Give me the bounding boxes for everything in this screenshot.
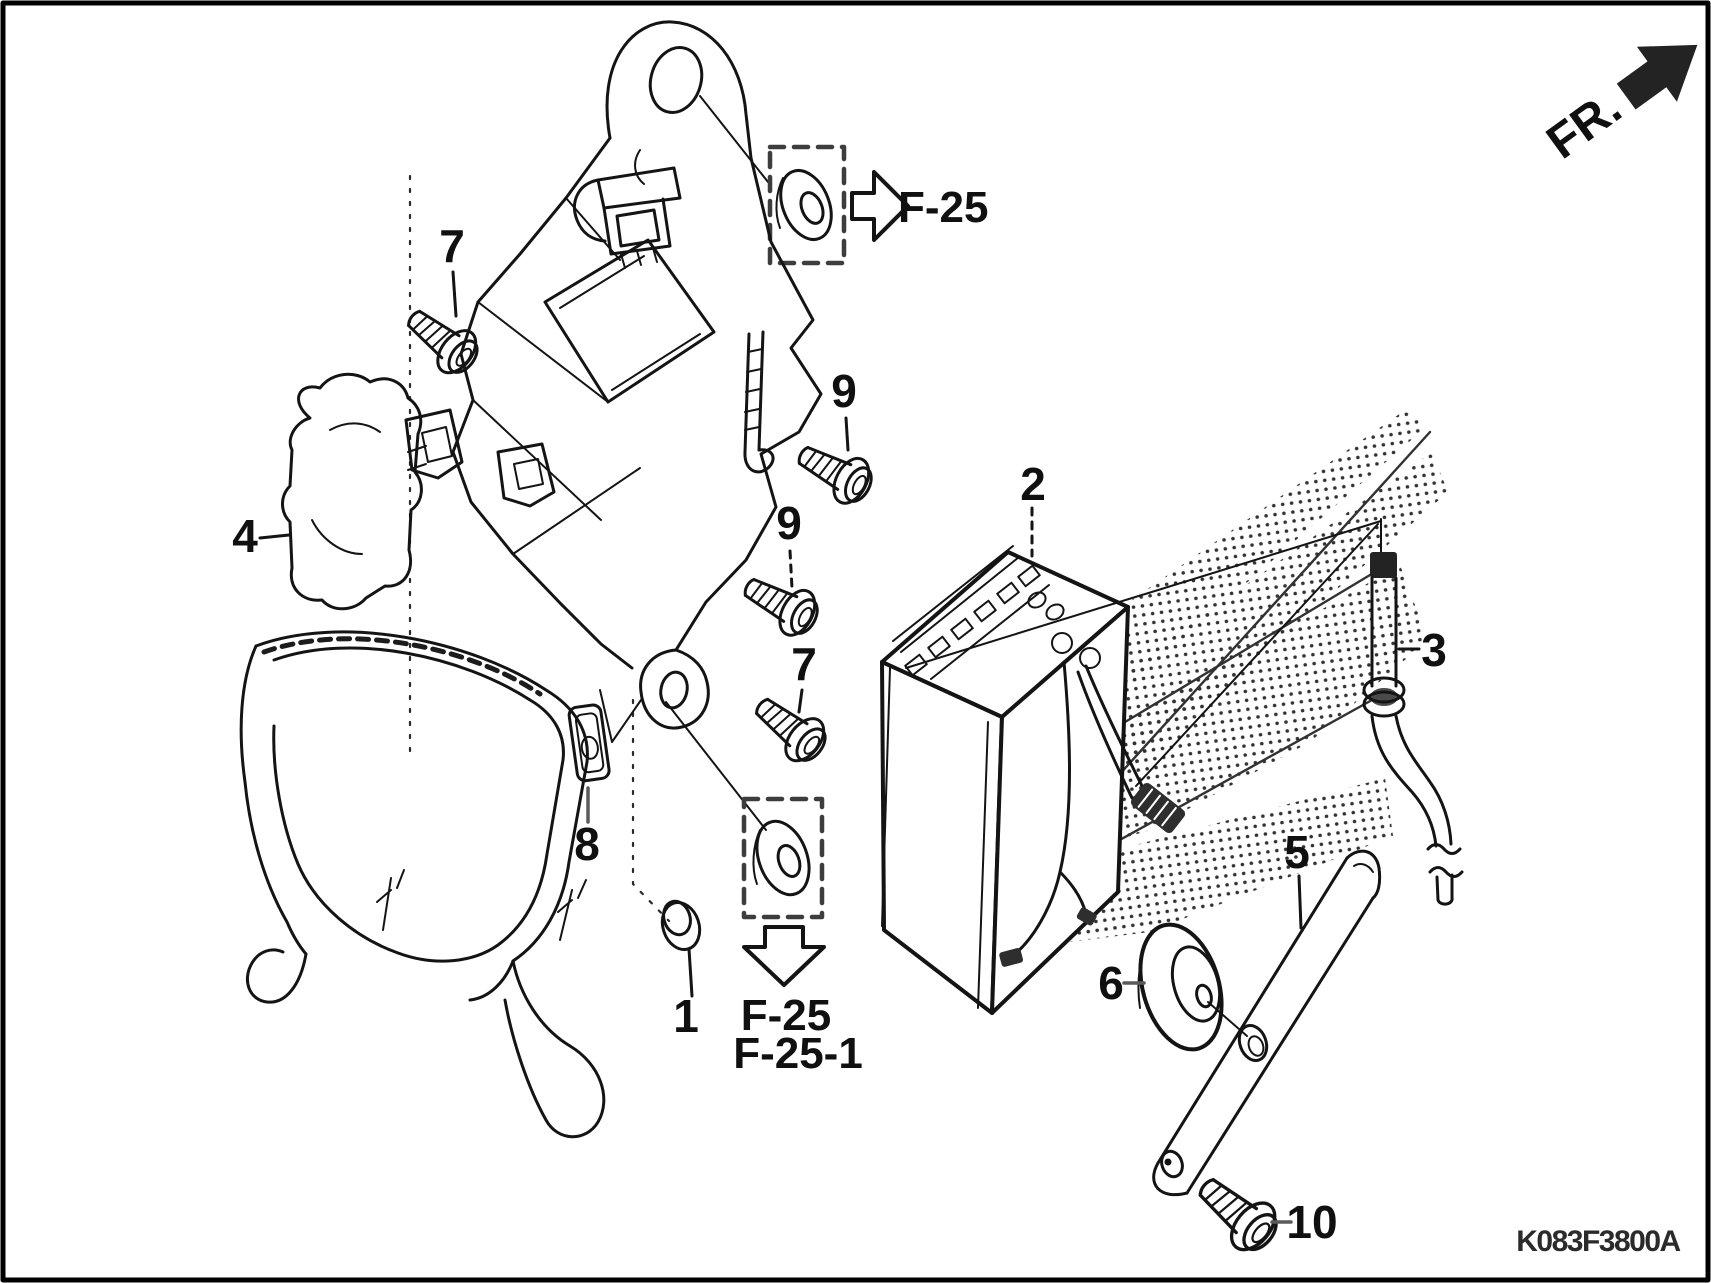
battery-cover-drawing (281, 372, 556, 611)
screw-lower-drawing (743, 578, 819, 637)
dashed-detail-box-bottom (741, 796, 825, 920)
grommet-top-icon (775, 169, 833, 241)
ref-bottom-group: F-25 F-25-1 (665, 701, 863, 1078)
battery-strap-drawing (1152, 849, 1382, 1197)
fr-label: FR. (1537, 81, 1631, 169)
strap-bolt-drawing (1198, 1178, 1278, 1252)
ref-bottom-secondary-label[interactable]: F-25-1 (733, 1029, 863, 1078)
callout-9-screw-lower[interactable]: 9 (776, 497, 802, 549)
battery-bracket-drawing (451, 20, 823, 743)
callout-5-battery-strap[interactable]: 5 (1284, 826, 1310, 878)
battery-cable-connector (1130, 782, 1186, 834)
dashed-detail-box-top (767, 144, 847, 266)
callout-9-screw-upper[interactable]: 9 (831, 365, 857, 417)
ref-top-group: F-25 (699, 95, 988, 266)
ref-top-label[interactable]: F-25 (898, 183, 988, 232)
battery-drawing (880, 545, 1186, 1015)
grommet-bottom-icon (752, 819, 811, 897)
fr-direction-indicator: FR. (1537, 44, 1698, 169)
ref-arrow-down-icon (742, 925, 826, 987)
callout-7-bolt-lower[interactable]: 7 (791, 638, 817, 690)
callout-8-mount-rubber[interactable]: 8 (574, 818, 600, 870)
cap-nut-drawing (660, 899, 702, 998)
callout-7-bolt-upper[interactable]: 7 (439, 220, 465, 272)
callout-10-strap-bolt[interactable]: 10 (1286, 1196, 1337, 1248)
flange-bolt-lower-drawing (755, 697, 827, 763)
callout-1-cap-nut[interactable]: 1 (673, 990, 699, 1042)
setting-washer-drawing (1137, 922, 1248, 1052)
callout-4-battery-cover[interactable]: 4 (232, 510, 258, 562)
screw-upper-drawing (797, 446, 873, 505)
fr-arrow-icon (1616, 44, 1698, 110)
callout-leaders (258, 270, 1421, 1224)
diagram-part-code: K083F3800A (1516, 1225, 1680, 1258)
callout-3-breather-tube[interactable]: 3 (1421, 624, 1447, 676)
callout-6-setting-washer[interactable]: 6 (1098, 957, 1124, 1009)
ref-bottom-primary-label[interactable]: F-25 (741, 991, 831, 1040)
axis-line-center (631, 698, 671, 923)
breather-tube-drawing (905, 518, 1464, 906)
battery-box-lid-drawing (239, 630, 606, 1139)
ref-arrow-right-icon (850, 170, 910, 242)
callout-2-battery[interactable]: 2 (1020, 458, 1046, 510)
mount-rubber-drawing (567, 703, 611, 783)
flange-bolt-upper-drawing (407, 309, 479, 375)
